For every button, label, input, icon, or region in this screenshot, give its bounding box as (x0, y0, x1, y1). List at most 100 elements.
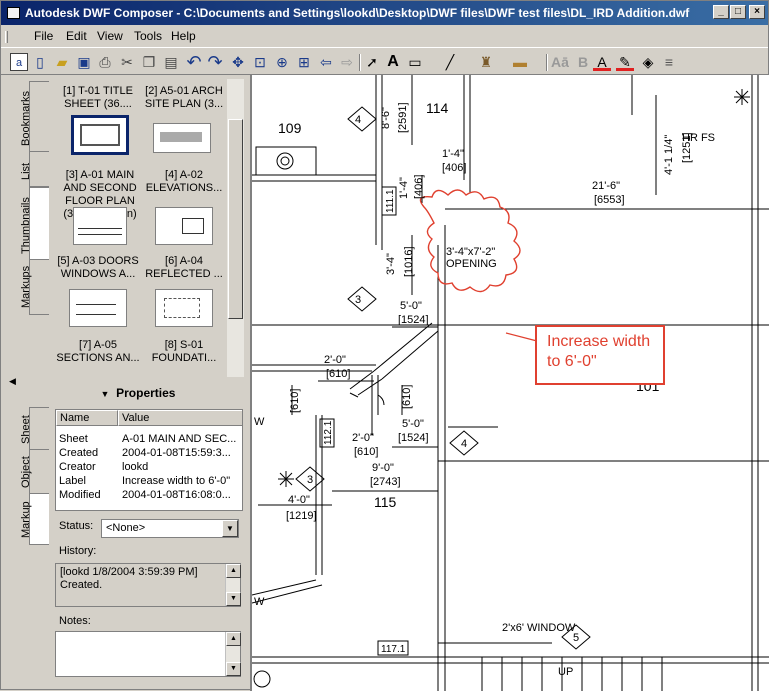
tab-thumbnails[interactable]: Thumbnails (20, 187, 49, 261)
paste-icon[interactable]: ▤ (164, 54, 178, 70)
print-icon[interactable]: ⎙ (99, 54, 111, 70)
dimension-text: 2'-0" (352, 432, 374, 444)
back-icon[interactable]: ⇦ (320, 54, 332, 70)
drawing-canvas[interactable]: 109 114 101 115 8'-6" [2591] 1'-4" [406]… (250, 75, 769, 691)
tag-number: 4 (355, 114, 361, 126)
notes-scrollbar[interactable]: ▲▼ (225, 632, 241, 676)
column-header-value[interactable]: Value (118, 410, 242, 426)
opening-label: OPENING (446, 258, 497, 270)
drawing-note: W (254, 596, 265, 608)
status-dropdown[interactable]: <None> ▼ (101, 519, 239, 538)
tab-list[interactable]: List (20, 151, 49, 187)
stamp-icon[interactable]: ♜ (479, 54, 493, 70)
thumbnail-7[interactable]: [7] A-05 SECTIONS AN... (55, 289, 141, 369)
copy-icon[interactable]: ❐ (142, 54, 156, 70)
line-color-icon[interactable]: ✎ (616, 53, 634, 71)
dimension-text: [406] (442, 162, 466, 174)
text-icon[interactable]: A (387, 53, 399, 70)
fill-icon[interactable]: ◈ (642, 54, 654, 70)
notes-field[interactable]: ▲▼ (55, 631, 241, 677)
close-button[interactable]: × (749, 5, 765, 19)
menu-file[interactable]: File (34, 29, 54, 43)
save-icon[interactable]: ▣ (77, 54, 91, 70)
font-size-icon[interactable]: Aā (551, 54, 569, 70)
thumbnail-image (155, 207, 213, 245)
dimension-text: 8'-6" (380, 107, 392, 129)
thumbnail-8[interactable]: [8] S-01 FOUNDATI... (141, 289, 227, 369)
revision-cloud[interactable] (419, 189, 521, 293)
dimension-text: [1016] (403, 246, 415, 277)
zoom-rect-icon[interactable]: ⊡ (254, 54, 266, 70)
open-icon[interactable]: ▰ (56, 54, 68, 70)
menu-view[interactable]: View (97, 29, 123, 43)
toolbar-separator (546, 54, 548, 71)
tag-number: 5 (573, 632, 579, 644)
thumbnail-1[interactable]: [1] T-01 TITLE SHEET (36.... (55, 85, 141, 149)
pointer-icon[interactable]: ➚ (366, 54, 378, 70)
room-number: 114 (426, 100, 449, 116)
thumbnail-5[interactable]: [5] A-03 DOORS WINDOWS A... (55, 207, 141, 283)
notes-label: Notes: (59, 615, 91, 627)
font-color-icon[interactable]: A (593, 53, 611, 71)
thumbnail-2[interactable]: [2] A5-01 ARCH SITE PLAN (3... (141, 85, 227, 149)
tab-bookmarks[interactable]: Bookmarks (20, 81, 49, 153)
maximize-button[interactable]: □ (730, 5, 746, 19)
pan-icon[interactable]: ✥ (232, 54, 244, 70)
scrollbar-thumb[interactable] (228, 119, 243, 319)
zoom-icon[interactable]: ⊕ (276, 54, 288, 70)
redo-icon[interactable]: ↷ (207, 52, 223, 72)
thumbnail-6[interactable]: [6] A-04 REFLECTED ... (141, 207, 227, 283)
drawing-note: HR FS (682, 132, 715, 144)
chevron-down-icon[interactable]: ▼ (222, 520, 238, 537)
thumbnail-label: [6] A-04 REFLECTED ... (145, 255, 223, 280)
thumbnail-image (73, 207, 127, 245)
tab-markups[interactable]: Markups (20, 259, 49, 315)
minimize-button[interactable]: _ (713, 5, 729, 19)
menu-bar: File Edit View Tools Help (1, 25, 768, 47)
measure-icon[interactable]: ▬ (513, 54, 527, 70)
drawing-note: UP (558, 666, 573, 678)
collapse-arrow-icon[interactable]: ◀ (9, 376, 16, 386)
undo-icon[interactable]: ↶ (186, 52, 202, 72)
thumbnail-label: [4] A-02 ELEVATIONS... (145, 169, 223, 194)
history-scrollbar[interactable]: ▲▼ (225, 564, 241, 606)
opening-size: 3'-4"x7'-2" (446, 246, 495, 258)
thumbnail-4[interactable]: [4] A-02 ELEVATIONS... (141, 115, 227, 195)
new-icon[interactable]: ▯ (36, 54, 44, 70)
title-bar: Autodesk DWF Composer - C:\Documents and… (1, 1, 768, 25)
menu-tools[interactable]: Tools (134, 29, 163, 43)
menu-edit[interactable]: Edit (66, 29, 87, 43)
line-weight-icon[interactable]: ≡ (664, 54, 674, 70)
line-icon[interactable]: ╱ (445, 54, 455, 70)
column-header-name[interactable]: Name (56, 410, 118, 426)
history-box: [lookd 1/8/2004 3:59:39 PM] Created. ▲▼ (55, 563, 241, 607)
window-title: Autodesk DWF Composer - C:\Documents and… (25, 6, 690, 20)
menu-help[interactable]: Help (171, 29, 196, 43)
dimension-text: [6553] (594, 194, 625, 206)
properties-header[interactable]: ▼ Properties (100, 386, 176, 400)
dimension-text: [610] (289, 389, 301, 413)
tab-object[interactable]: Object (20, 449, 49, 495)
markup-callout[interactable]: Increase width to 6'-0" (535, 325, 665, 385)
cut-icon[interactable]: ✂ (121, 54, 133, 70)
fit-icon[interactable]: ⊞ (298, 54, 310, 70)
tag-number: 3 (355, 294, 361, 306)
thumbnail-scrollbar[interactable] (227, 79, 244, 377)
thumbnail-label: [2] A5-01 ARCH SITE PLAN (3... (144, 85, 224, 110)
tab-sheet[interactable]: Sheet (20, 407, 49, 451)
tab-markup[interactable]: Markup (20, 493, 49, 545)
bold-icon[interactable]: B (577, 54, 589, 70)
wall-tag: 111.1 (385, 189, 396, 213)
shape-icon[interactable]: ▭ (408, 54, 422, 70)
history-entry: [lookd 1/8/2004 3:59:39 PM] (60, 566, 198, 578)
dimension-text: [1219] (286, 510, 317, 522)
select-icon[interactable]: a (10, 53, 28, 71)
forward-icon[interactable]: ⇨ (341, 54, 353, 70)
window-label: 2'x6' WINDOW (502, 622, 576, 634)
